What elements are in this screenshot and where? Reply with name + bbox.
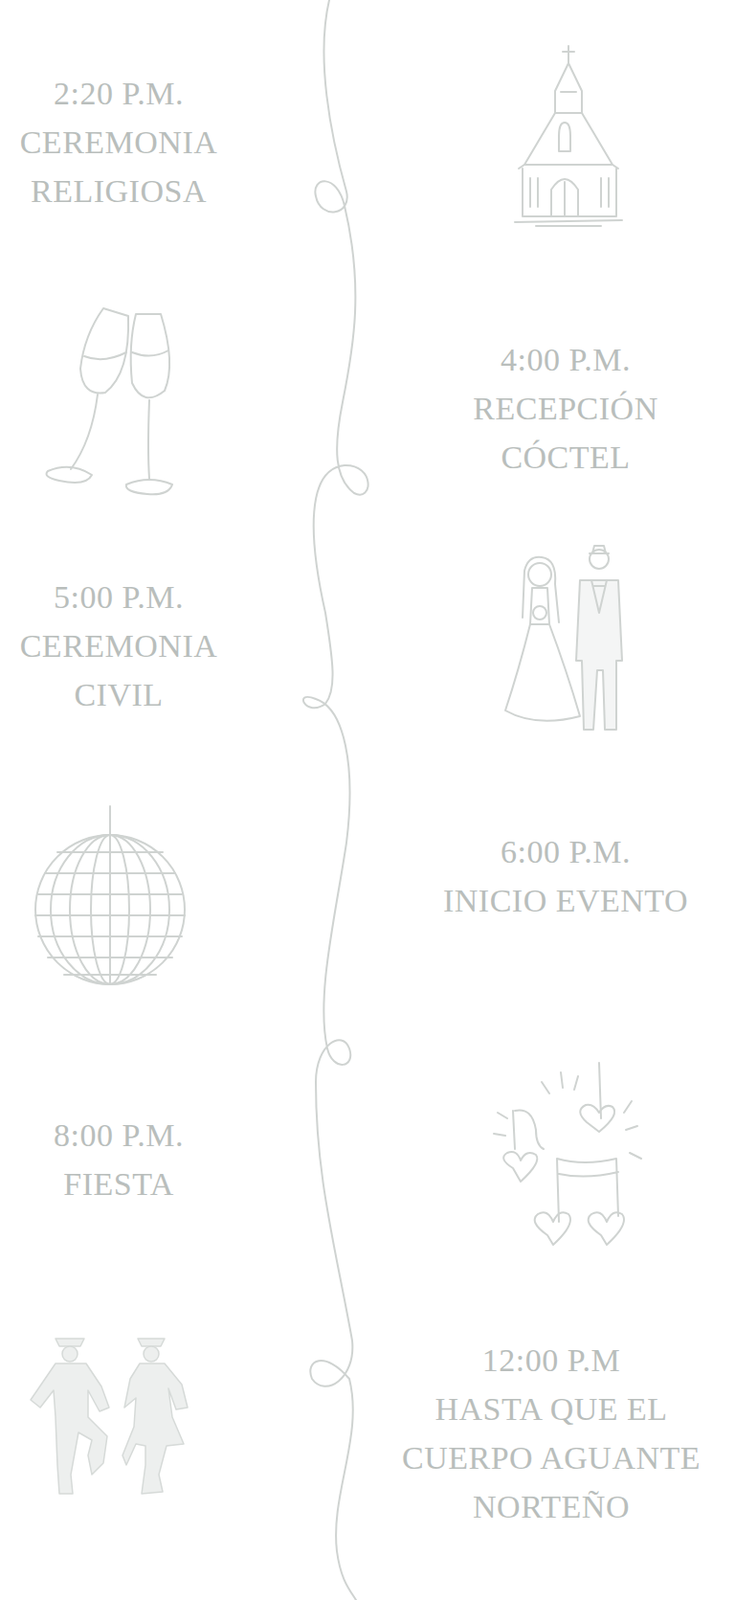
event-name: CEREMONIA CIVIL: [5, 621, 232, 719]
event-time: 5:00 P.M.: [5, 572, 232, 622]
dancers-icon: [30, 1337, 188, 1493]
event-time: 12:00 P.M: [373, 1335, 730, 1384]
bride-groom-icon: [505, 545, 623, 730]
champagne-glasses-icon: [46, 308, 174, 494]
timeline-line: [303, 0, 369, 1600]
event-time: 6:00 P.M.: [426, 826, 705, 876]
disco-ball-icon: [35, 805, 185, 984]
event-time: 2:20 P.M.: [5, 68, 232, 118]
event-name: FIESTA: [5, 1158, 232, 1208]
event-name: INICIO EVENTO: [426, 875, 705, 925]
event-name: HASTA QUE EL CUERPO AGUANTE NORTEÑO: [373, 1383, 730, 1531]
event-time: 8:00 P.M.: [5, 1110, 232, 1159]
church-icon: [514, 45, 623, 226]
event-name: CEREMONIA RELIGIOSA: [5, 117, 232, 216]
event-name: RECEPCIÓN CÓCTEL: [426, 383, 705, 482]
event-time: 4:00 P.M.: [426, 334, 705, 384]
music-hearts-icon: [493, 1062, 642, 1245]
